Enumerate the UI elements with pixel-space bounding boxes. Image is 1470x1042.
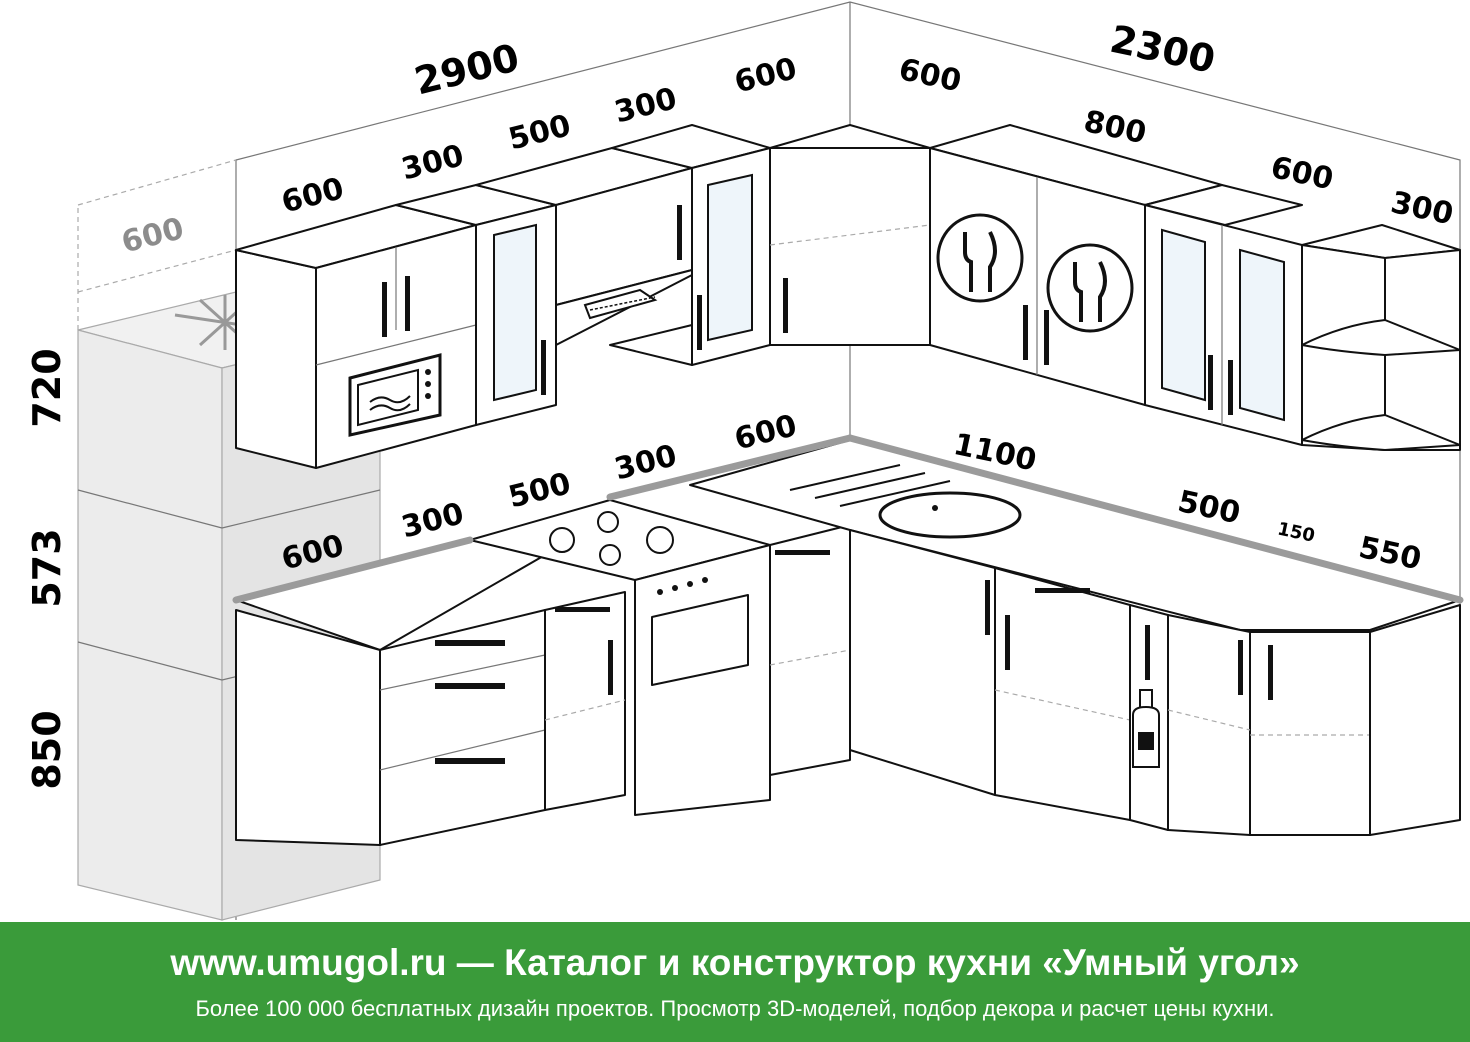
dim-upper-left-1: 600 bbox=[278, 171, 347, 220]
footer-banner: www.umugol.ru — Каталог и конструктор ку… bbox=[0, 922, 1470, 1042]
microwave-icon bbox=[348, 353, 442, 437]
range-hood-icon bbox=[583, 288, 658, 320]
bottle-icon bbox=[1132, 689, 1160, 768]
site-link[interactable]: www.umugol.ru bbox=[170, 942, 447, 983]
dim-height-middle: 573 bbox=[25, 528, 69, 607]
dim-upper-left-5: 600 bbox=[731, 51, 800, 100]
dim-upper-right-1: 600 bbox=[896, 52, 965, 99]
lower-cabinet-corner-left bbox=[769, 524, 851, 776]
footer-dash: — bbox=[456, 942, 494, 983]
footer-title: Каталог и конструктор кухни «Умный угол» bbox=[504, 942, 1300, 983]
upper-cabinet-corner bbox=[769, 124, 931, 346]
dim-upper-left-3: 500 bbox=[505, 108, 574, 157]
dim-fridge-depth: 600 bbox=[118, 211, 187, 260]
kitchen-layout-drawing: 2900 2300 600 300 500 300 600 600 800 60… bbox=[25, 1, 1464, 921]
countertop-edge bbox=[232, 434, 1464, 604]
lower-cabinets-left bbox=[235, 539, 626, 846]
dim-upper-right-3: 600 bbox=[1268, 150, 1337, 197]
dim-left-wall-total: 2900 bbox=[410, 35, 523, 103]
dim-upper-right-4: 300 bbox=[1388, 185, 1457, 232]
dim-upper-left-4: 300 bbox=[611, 81, 680, 130]
dim-right-wall-total: 2300 bbox=[1106, 17, 1219, 82]
upper-cabinets-right bbox=[929, 124, 1461, 451]
lower-cabinets-right bbox=[849, 529, 1461, 836]
dim-height-upper: 720 bbox=[25, 348, 69, 427]
gas-stove bbox=[469, 499, 771, 816]
dim-lower-left-3: 500 bbox=[505, 466, 574, 515]
footer-subtitle: Более 100 000 бесплатных дизайн проектов… bbox=[195, 996, 1275, 1021]
plate-cutlery-icon bbox=[936, 213, 1134, 333]
dim-upper-left-2: 300 bbox=[398, 138, 467, 187]
dim-upper-right-2: 800 bbox=[1081, 104, 1150, 151]
dim-lower-right-4: 550 bbox=[1356, 530, 1425, 577]
footer-title-line: www.umugol.ru — Каталог и конструктор ку… bbox=[0, 942, 1470, 984]
dim-lower-right-3: 150 bbox=[1276, 518, 1317, 546]
dim-lower-left-2: 300 bbox=[398, 496, 467, 545]
dim-height-lower: 850 bbox=[25, 710, 69, 789]
